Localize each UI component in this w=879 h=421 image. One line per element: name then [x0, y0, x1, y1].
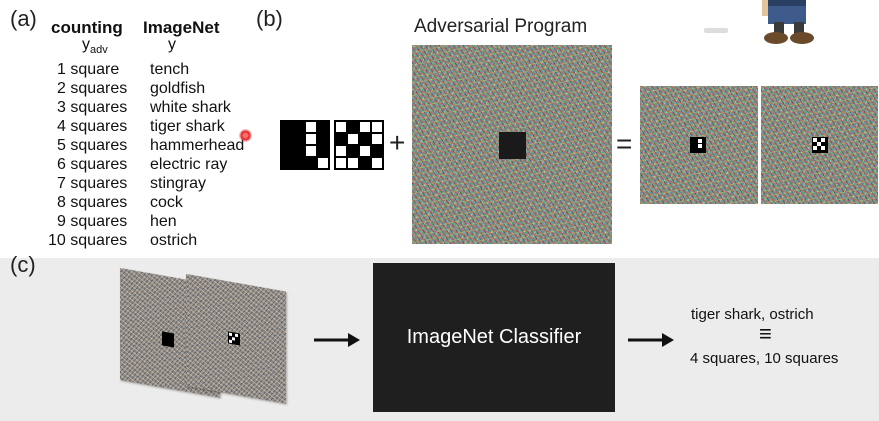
label-cell: tiger shark	[150, 118, 225, 135]
count-cell: 8 squares	[57, 194, 128, 211]
count-cell: 6 squares	[57, 156, 128, 173]
arrow-right-icon	[628, 333, 674, 347]
label-cell: goldfish	[150, 80, 206, 97]
label-cell: electric ray	[150, 156, 228, 173]
adversarial-image-4-squares	[640, 86, 758, 204]
label-cell: white shark	[150, 99, 231, 116]
adversarial-program-title: Adversarial Program	[414, 16, 588, 37]
label-cell: stingray	[150, 175, 207, 192]
output-imagenet-labels: tiger shark, ostrich	[691, 306, 814, 323]
count-cell: 4 squares	[57, 118, 128, 135]
adversarial-image-10-squares	[761, 86, 878, 204]
embedded-grid	[812, 137, 828, 153]
yadv-symbol: yadv	[82, 36, 108, 56]
count-cell: 7 squares	[57, 175, 128, 192]
input-image-front	[186, 274, 286, 404]
adversarial-program-image	[412, 45, 612, 244]
count-cell: 3 squares	[57, 99, 128, 116]
embedded-grid	[228, 331, 240, 346]
cursor-dot-icon	[239, 129, 252, 142]
classifier-label: ImageNet Classifier	[406, 326, 582, 348]
count-cell: 5 squares	[57, 137, 128, 154]
label-cell: ostrich	[150, 232, 198, 249]
program-center-hole	[499, 132, 526, 159]
count-cell: 2 squares	[57, 80, 128, 97]
label-cell: cock	[150, 194, 183, 211]
panel-a-label: (a)	[10, 6, 37, 31]
plus-sign: +	[389, 127, 406, 158]
equals-sign: =	[616, 128, 633, 159]
equivalence-symbol: ≡	[759, 321, 772, 346]
count-cell: 9 squares	[57, 213, 128, 230]
output-count-labels: 4 squares, 10 squares	[690, 350, 839, 367]
ten-squares-image	[334, 120, 384, 170]
cartoon-figure-image	[762, 0, 814, 44]
yadv-subscript: adv	[90, 44, 108, 57]
counting-header: counting	[51, 18, 123, 37]
embedded-grid	[162, 331, 174, 348]
embedded-grid	[690, 137, 706, 153]
arrow-right-icon	[314, 333, 360, 347]
four-squares-image	[280, 120, 330, 170]
imagenet-header: ImageNet	[143, 18, 220, 37]
imagenet-classifier-box: ImageNet Classifier	[373, 263, 615, 412]
panel-c-label: (c)	[10, 252, 36, 277]
count-cell: 1 square	[57, 61, 120, 78]
faint-watermark	[704, 28, 728, 33]
panel-b-label: (b)	[256, 6, 283, 31]
label-cell: hammerhead	[150, 137, 245, 154]
count-cell: 10 squares	[48, 232, 128, 249]
label-cell: hen	[150, 213, 177, 230]
label-cell: tench	[150, 61, 190, 78]
y-symbol: y	[168, 36, 176, 53]
yadv-main: y	[82, 36, 90, 53]
